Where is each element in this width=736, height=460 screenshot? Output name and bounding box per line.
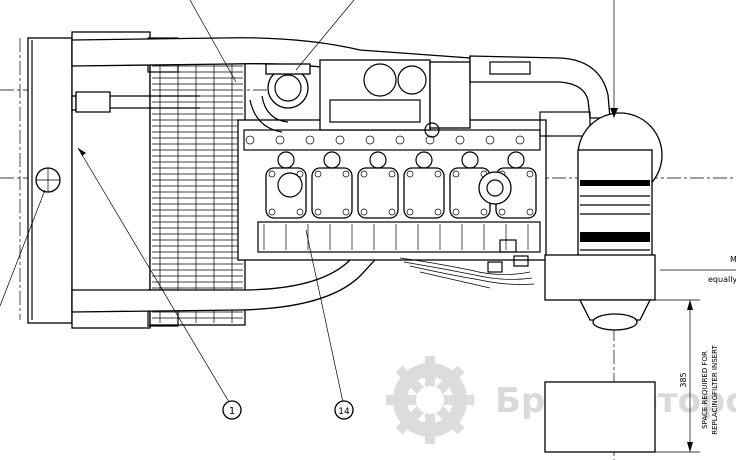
head-bolt (268, 170, 276, 178)
radiator (27, 31, 151, 329)
head-bolt (342, 170, 350, 178)
cylinder-head-cover (265, 167, 307, 219)
callout-1: 1 (222, 400, 242, 420)
head-bolt (480, 208, 488, 216)
manifold-bolt (455, 135, 465, 145)
manifold-bolt (395, 135, 405, 145)
cylinder-head-cover (311, 167, 353, 219)
manifold-bolt (425, 135, 435, 145)
injector-port (507, 151, 525, 169)
head-bolt (526, 170, 534, 178)
head-bolt (452, 170, 460, 178)
wiring-harness (399, 239, 535, 289)
manifold-bolt (305, 135, 315, 145)
head-bolt (342, 208, 350, 216)
radiator-core (147, 37, 246, 327)
head-bolt (498, 208, 506, 216)
side-labels: equally M (660, 255, 736, 284)
manifold-bolt (485, 135, 495, 145)
m-label: M (730, 255, 736, 264)
callout-14: 14 (334, 400, 354, 420)
head-bolt (406, 170, 414, 178)
callout-1-label: 1 (229, 406, 235, 417)
head-bolt (268, 208, 276, 216)
dimension-value: 385 (679, 372, 688, 387)
engine-block (237, 119, 547, 261)
head-bolt (434, 208, 442, 216)
pulley-hub (486, 179, 504, 197)
head-bolt (406, 208, 414, 216)
filter-insert-outline (544, 381, 656, 453)
manifold-bolt (515, 135, 525, 145)
turbocharger (249, 59, 471, 138)
injector-port (277, 151, 295, 169)
injector-port (415, 151, 433, 169)
head-bolt (526, 208, 534, 216)
injector-port (369, 151, 387, 169)
leader-lines (0, 0, 618, 408)
cylinder-head-cover (403, 167, 445, 219)
head-bolt (314, 208, 322, 216)
injector-port (461, 151, 479, 169)
dimension-note-line2: REPLACINGFILTER INSERT (711, 345, 719, 435)
injector-port (323, 151, 341, 169)
head-bolt (360, 208, 368, 216)
dimension-note-line1: SPACE REQUIRED FOR (701, 351, 709, 429)
equally-label: equally (708, 275, 736, 284)
cylinder-head-cover (357, 167, 399, 219)
manifold-bolt (365, 135, 375, 145)
manifold-bolt (245, 135, 255, 145)
head-bolt (434, 170, 442, 178)
head-bolt (314, 170, 322, 178)
head-bolt (388, 208, 396, 216)
head-bolt (296, 208, 304, 216)
callout-14-label: 14 (338, 407, 350, 417)
manifold-bolt (335, 135, 345, 145)
head-bolt (296, 170, 304, 178)
sensor-boss (277, 172, 303, 198)
watermark-gear-icon (386, 356, 474, 444)
oil-filter (544, 254, 656, 453)
manifold-bolt (275, 135, 285, 145)
head-bolt (388, 170, 396, 178)
head-bolt (452, 208, 460, 216)
filter-replacement-dimension: 385 SPACE REQUIRED FOR REPLACINGFILTER I… (655, 299, 719, 453)
head-bolt (360, 170, 368, 178)
pulley (478, 171, 512, 205)
